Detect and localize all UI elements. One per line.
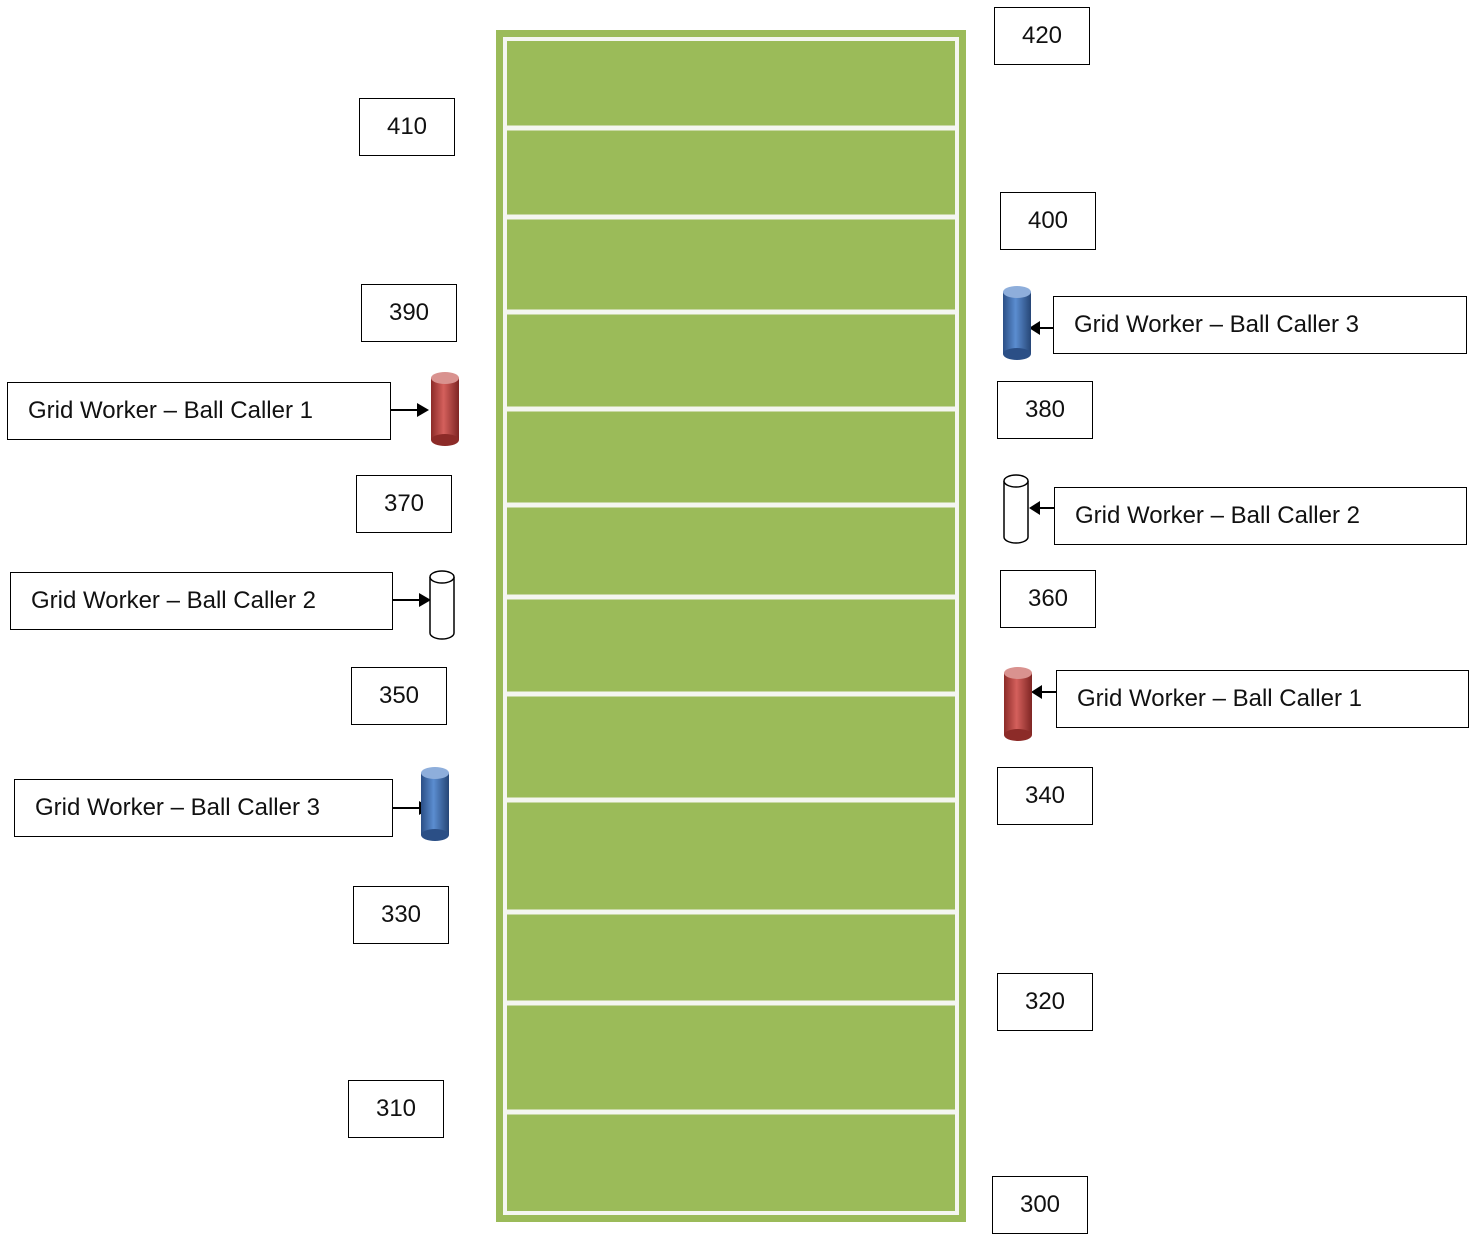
left-ball-caller-3-label: Grid Worker – Ball Caller 3 <box>14 779 393 837</box>
arrow-left-icon <box>1029 321 1054 335</box>
left-ball-caller-1-label: Grid Worker – Ball Caller 1 <box>7 382 391 440</box>
yard-marker-410: 410 <box>359 98 455 156</box>
arrow-left-icon <box>1031 685 1056 699</box>
yard-marker-420: 420 <box>994 7 1090 65</box>
field-turf <box>496 30 966 1222</box>
yard-marker-400: 400 <box>1000 192 1096 250</box>
yard-marker-310: 310 <box>348 1080 444 1138</box>
yard-marker-360: 360 <box>1000 570 1096 628</box>
playing-field <box>496 30 966 1222</box>
left-ball-caller-2-label: Grid Worker – Ball Caller 2 <box>10 572 393 630</box>
arrow-left-icon <box>1029 501 1054 515</box>
right-ball-caller-1-label: Grid Worker – Ball Caller 1 <box>1056 670 1469 728</box>
yard-marker-370: 370 <box>356 475 452 533</box>
yard-lines <box>505 125 957 1115</box>
right-ball-caller-2-label: Grid Worker – Ball Caller 2 <box>1054 487 1467 545</box>
arrow-right-icon <box>393 593 431 607</box>
yard-marker-350: 350 <box>351 667 447 725</box>
field-graphic <box>496 30 966 1222</box>
field-boundary-line <box>503 37 959 1215</box>
white-cone-icon <box>1003 474 1029 544</box>
yard-marker-380: 380 <box>997 381 1093 439</box>
blue-cone-icon <box>1003 286 1031 360</box>
right-ball-caller-3-label: Grid Worker – Ball Caller 3 <box>1053 296 1467 354</box>
yard-marker-300: 300 <box>992 1176 1088 1234</box>
arrow-right-icon <box>391 403 429 417</box>
yard-marker-340: 340 <box>997 767 1093 825</box>
yard-marker-390: 390 <box>361 284 457 342</box>
yard-marker-330: 330 <box>353 886 449 944</box>
blue-cone-icon <box>421 767 449 841</box>
white-cone-icon <box>429 570 455 640</box>
red-cone-icon <box>1004 667 1032 741</box>
yard-marker-320: 320 <box>997 973 1093 1031</box>
red-cone-icon <box>431 372 459 446</box>
